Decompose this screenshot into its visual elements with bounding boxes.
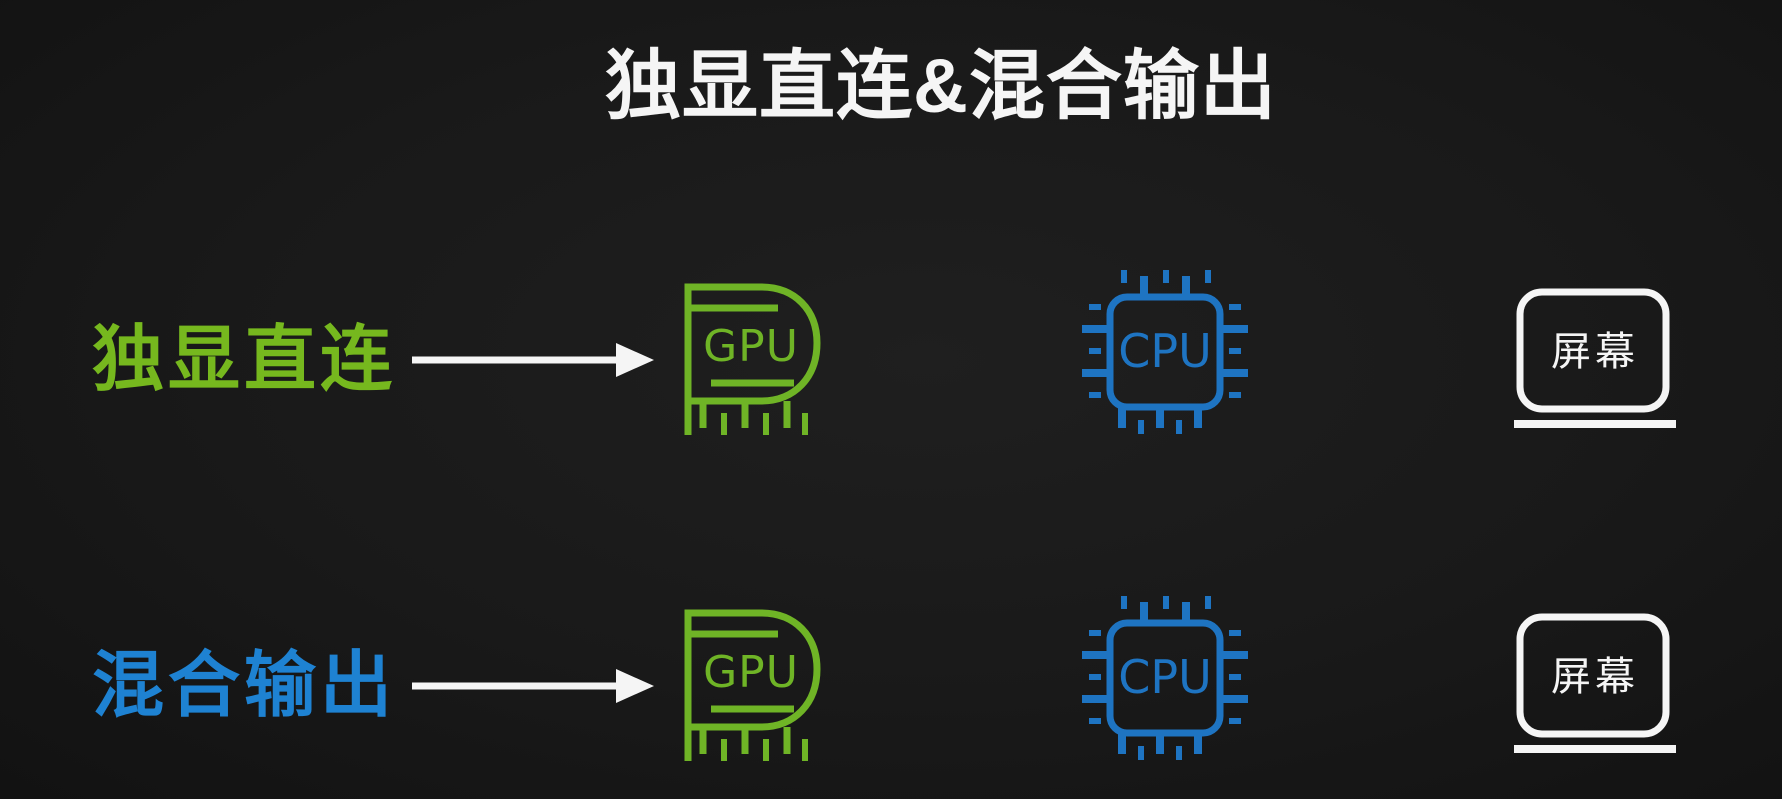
cpu-icon-label: CPU xyxy=(1118,650,1212,704)
gpu-icon: GPU xyxy=(684,609,821,761)
cpu-icon-label: CPU xyxy=(1118,324,1212,378)
row-label: 独显直连 xyxy=(92,320,397,400)
screen-icon: 屏幕 xyxy=(1514,288,1676,428)
row-label: 混合输出 xyxy=(92,646,397,726)
screen-icon-label: 屏幕 xyxy=(1551,330,1639,374)
screen-icon: 屏幕 xyxy=(1514,613,1676,753)
right-arrow-icon xyxy=(412,343,654,377)
screen-icon-label: 屏幕 xyxy=(1551,655,1639,699)
page-title: 独显直连&混合输出 xyxy=(605,44,1277,129)
right-arrow-icon xyxy=(412,669,654,703)
cpu-icon: CPU xyxy=(1082,270,1248,434)
gpu-icon-label: GPU xyxy=(703,321,799,372)
gpu-icon: GPU xyxy=(684,283,821,435)
gpu-icon-label: GPU xyxy=(703,647,799,698)
cpu-icon: CPU xyxy=(1082,596,1248,760)
